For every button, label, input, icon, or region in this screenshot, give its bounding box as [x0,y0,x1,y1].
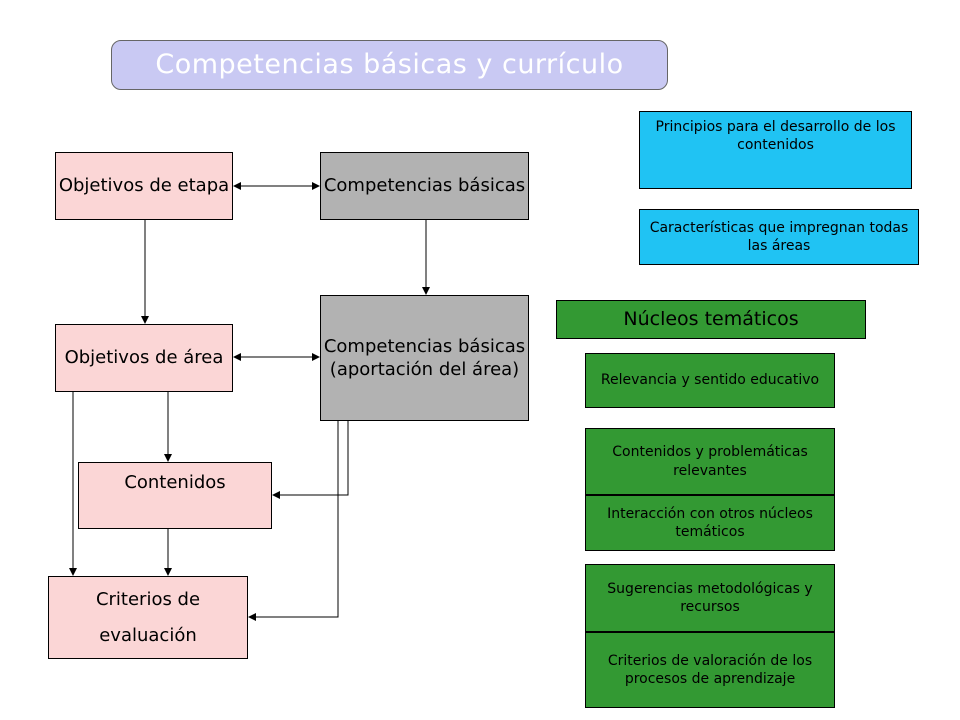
interaccion-box: Interacción con otros núcleos temáticos [585,495,835,551]
contenidos-problematicas-box: Contenidos y problemáticas relevantes [585,428,835,495]
competencias-aportacion-box: Competencias básicas (aportación del áre… [320,295,529,421]
objetivos-etapa-box: Objetivos de etapa [55,152,233,220]
nucleos-tematicos-box: Núcleos temáticos [556,300,866,339]
principios-box: Principios para el desarrollo de los con… [639,111,912,189]
criterios-evaluacion-box: Criterios de evaluación [48,576,248,659]
criterios-valoracion-box: Criterios de valoración de los procesos … [585,632,835,708]
connector-aporte-criterios [248,421,339,621]
relevancia-box: Relevancia y sentido educativo [585,353,835,408]
page-title: Competencias básicas y currículo [111,40,668,90]
contenidos-box: Contenidos [78,462,272,529]
competencias-basicas-box: Competencias básicas [320,152,529,220]
connector-aporte-contenidos [272,421,349,499]
caracteristicas-box: Características que impregnan todas las … [639,209,919,265]
objetivos-area-box: Objetivos de área [55,324,233,392]
sugerencias-box: Sugerencias metodológicas y recursos [585,564,835,632]
